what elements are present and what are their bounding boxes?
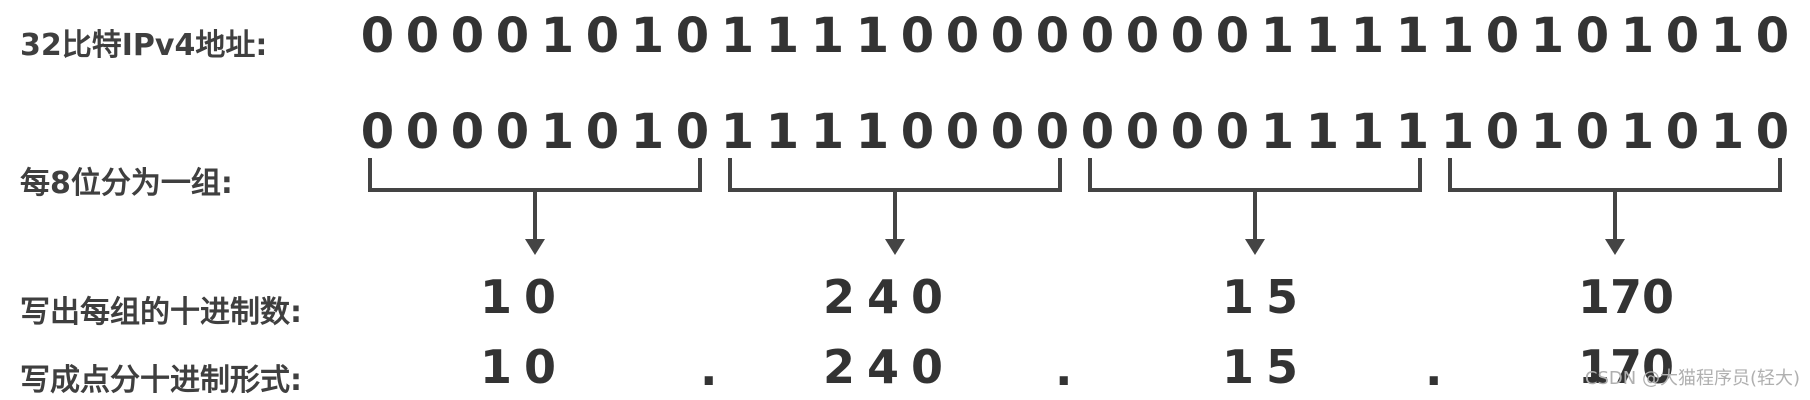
bit-row2-18: 0: [1125, 104, 1160, 160]
bit-row2-29: 1: [1620, 104, 1655, 160]
bit-row1-4: 0: [495, 8, 530, 64]
bit-row2-1: 0: [360, 104, 395, 160]
bit-row1-24: 1: [1395, 8, 1430, 64]
bit-row1-21: 1: [1260, 8, 1295, 64]
bit-row2-22: 1: [1305, 104, 1340, 160]
bit-row2-31: 1: [1710, 104, 1745, 160]
arrow-head-2: [885, 239, 905, 255]
bit-row1-12: 1: [855, 8, 890, 64]
bit-row2-13: 0: [900, 104, 935, 160]
bit-row2-9: 1: [720, 104, 755, 160]
dotted-separator-3: .: [1425, 342, 1443, 396]
bit-row2-20: 0: [1215, 104, 1250, 160]
bit-row1-9: 1: [720, 8, 755, 64]
bit-row2-25: 1: [1440, 104, 1475, 160]
dotted-value-1: 10: [480, 340, 569, 394]
bit-row1-32: 0: [1755, 8, 1790, 64]
bit-row2-15: 0: [990, 104, 1025, 160]
decimal-group-3: 15: [1222, 270, 1311, 324]
bit-row1-29: 1: [1620, 8, 1655, 64]
bit-row2-14: 0: [945, 104, 980, 160]
bit-row2-19: 0: [1170, 104, 1205, 160]
bracket-group-3: [1088, 158, 1422, 192]
bit-row1-19: 0: [1170, 8, 1205, 64]
bit-row2-10: 1: [765, 104, 800, 160]
bit-row1-11: 1: [810, 8, 845, 64]
label-decimal-per-group: 写出每组的十进制数:: [20, 295, 302, 330]
bit-row2-16: 0: [1035, 104, 1070, 160]
bit-row1-20: 0: [1215, 8, 1250, 64]
bit-row2-8: 0: [675, 104, 710, 160]
bracket-group-1: [368, 158, 702, 192]
bit-row1-7: 1: [630, 8, 665, 64]
arrow-head-4: [1605, 239, 1625, 255]
dotted-value-3: 15: [1222, 340, 1311, 394]
bit-row1-17: 0: [1080, 8, 1115, 64]
bit-row2-17: 0: [1080, 104, 1115, 160]
dotted-value-4: 170: [1578, 340, 1675, 394]
bit-row1-13: 0: [900, 8, 935, 64]
bit-row2-5: 1: [540, 104, 575, 160]
label-group-by-8: 每8位分为一组:: [20, 166, 233, 201]
decimal-group-2: 240: [823, 270, 956, 324]
bit-row1-14: 0: [945, 8, 980, 64]
bit-row2-7: 1: [630, 104, 665, 160]
dotted-separator-2: .: [1055, 342, 1073, 396]
bit-row1-26: 0: [1485, 8, 1520, 64]
decimal-group-1: 10: [480, 270, 569, 324]
bit-row2-27: 1: [1530, 104, 1565, 160]
arrow-head-3: [1245, 239, 1265, 255]
bit-row2-2: 0: [405, 104, 440, 160]
bit-row1-25: 1: [1440, 8, 1475, 64]
bit-row2-11: 1: [810, 104, 845, 160]
arrow-head-1: [525, 239, 545, 255]
bit-row2-23: 1: [1350, 104, 1385, 160]
decimal-group-4: 170: [1578, 270, 1675, 324]
dotted-value-2: 240: [823, 340, 956, 394]
bit-row1-16: 0: [1035, 8, 1070, 64]
bit-row1-10: 1: [765, 8, 800, 64]
bit-row1-1: 0: [360, 8, 395, 64]
bracket-group-2: [728, 158, 1062, 192]
bit-row2-6: 0: [585, 104, 620, 160]
bracket-group-4: [1448, 158, 1782, 192]
bit-row2-12: 1: [855, 104, 890, 160]
bit-row1-22: 1: [1305, 8, 1340, 64]
bit-row1-15: 0: [990, 8, 1025, 64]
bit-row2-32: 0: [1755, 104, 1790, 160]
watermark: CSDN @大猫程序员(轻大): [1584, 368, 1800, 389]
label-32bit: 32比特IPv4地址:: [20, 28, 268, 63]
bit-row1-31: 1: [1710, 8, 1745, 64]
bit-row1-30: 0: [1665, 8, 1700, 64]
bit-row2-28: 0: [1575, 104, 1610, 160]
bit-row2-26: 0: [1485, 104, 1520, 160]
bit-row1-8: 0: [675, 8, 710, 64]
bit-row2-3: 0: [450, 104, 485, 160]
dotted-separator-1: .: [700, 342, 718, 396]
bit-row2-30: 0: [1665, 104, 1700, 160]
bit-row1-6: 0: [585, 8, 620, 64]
bit-row1-28: 0: [1575, 8, 1610, 64]
bit-row1-23: 1: [1350, 8, 1385, 64]
label-dotted-decimal: 写成点分十进制形式:: [20, 363, 302, 398]
bit-row1-27: 1: [1530, 8, 1565, 64]
bit-row2-4: 0: [495, 104, 530, 160]
bit-row1-2: 0: [405, 8, 440, 64]
bit-row1-5: 1: [540, 8, 575, 64]
bit-row2-24: 1: [1395, 104, 1430, 160]
bit-row1-3: 0: [450, 8, 485, 64]
bit-row1-18: 0: [1125, 8, 1160, 64]
bit-row2-21: 1: [1260, 104, 1295, 160]
